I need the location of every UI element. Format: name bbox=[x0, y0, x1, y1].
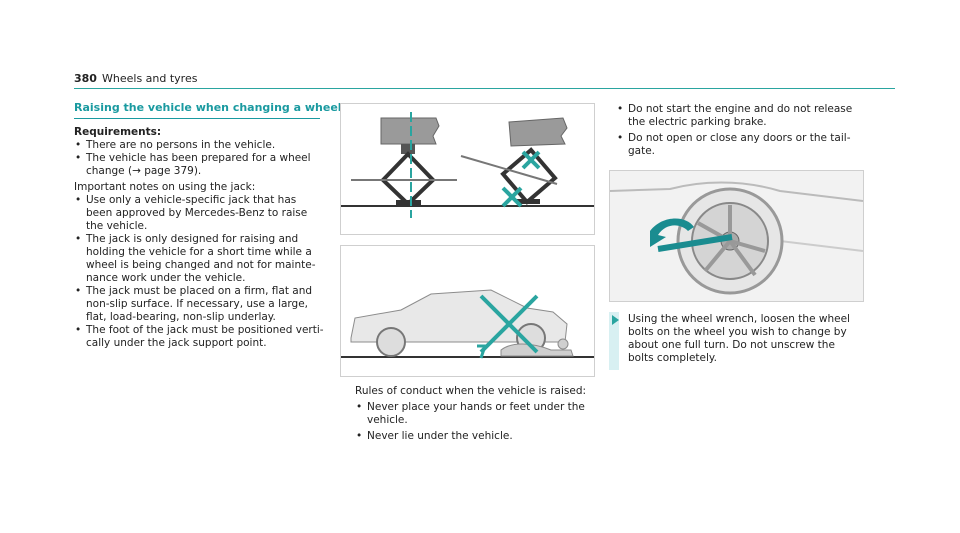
jack-notes-intro: Important notes on using the jack: bbox=[74, 181, 256, 193]
vehicle-raised-figure bbox=[340, 245, 595, 377]
list-item: There are no persons in the vehicle. bbox=[74, 139, 324, 152]
result-arrow-icon bbox=[612, 315, 619, 325]
list-item: Use only a vehicle-specific jack that ha… bbox=[74, 194, 324, 233]
jack-correct-icon bbox=[351, 112, 457, 218]
list-item: The jack is only designed for raising an… bbox=[74, 233, 324, 285]
section-title-rule bbox=[74, 118, 320, 119]
section-header: Wheels and tyres bbox=[102, 72, 198, 85]
wheel-wrench-illustration bbox=[610, 171, 863, 301]
list-item: The vehicle has been prepared for a whee… bbox=[74, 152, 324, 178]
requirements-list: There are no persons in the vehicle. The… bbox=[74, 139, 324, 178]
list-item: Do not open or close any doors or the ta… bbox=[616, 132, 866, 158]
lying-under-car-prohibited-icon bbox=[479, 294, 539, 354]
conduct-list: Never place your hands or feet under the… bbox=[355, 401, 595, 443]
list-item: The foot of the jack must be positioned … bbox=[74, 324, 324, 350]
right-column-list: Do not start the engine and do not relea… bbox=[616, 103, 866, 158]
requirements-heading: Requirements: bbox=[74, 126, 162, 138]
vehicle-raised-illustration bbox=[341, 289, 594, 359]
right-column-list-block: Do not start the engine and do not relea… bbox=[616, 103, 866, 158]
jack-wrong-icon bbox=[460, 117, 568, 208]
section-title: Raising the vehicle when changing a whee… bbox=[74, 101, 342, 114]
header-rule bbox=[74, 88, 895, 89]
wrench-step-text: Using the wheel wrench, loosen the wheel… bbox=[628, 313, 850, 364]
conduct-intro: Rules of conduct when the vehicle is rai… bbox=[355, 385, 587, 397]
page-number: 380 bbox=[74, 72, 97, 85]
result-marker-bar bbox=[609, 312, 619, 370]
conduct-block: Rules of conduct when the vehicle is rai… bbox=[355, 385, 595, 443]
jack-figure bbox=[340, 103, 595, 235]
wheel-wrench-icon bbox=[650, 218, 733, 252]
list-item: Never place your hands or feet under the… bbox=[355, 401, 595, 427]
list-item: The jack must be placed on a firm, flat … bbox=[74, 285, 324, 324]
list-item: Never lie under the vehicle. bbox=[355, 430, 595, 443]
jack-illustration bbox=[341, 112, 594, 218]
list-item: Do not start the engine and do not relea… bbox=[616, 103, 866, 129]
jack-notes-list: Use only a vehicle-specific jack that ha… bbox=[74, 194, 324, 350]
wheel-wrench-figure bbox=[609, 170, 864, 302]
left-column: Requirements: There are no persons in th… bbox=[74, 126, 324, 350]
